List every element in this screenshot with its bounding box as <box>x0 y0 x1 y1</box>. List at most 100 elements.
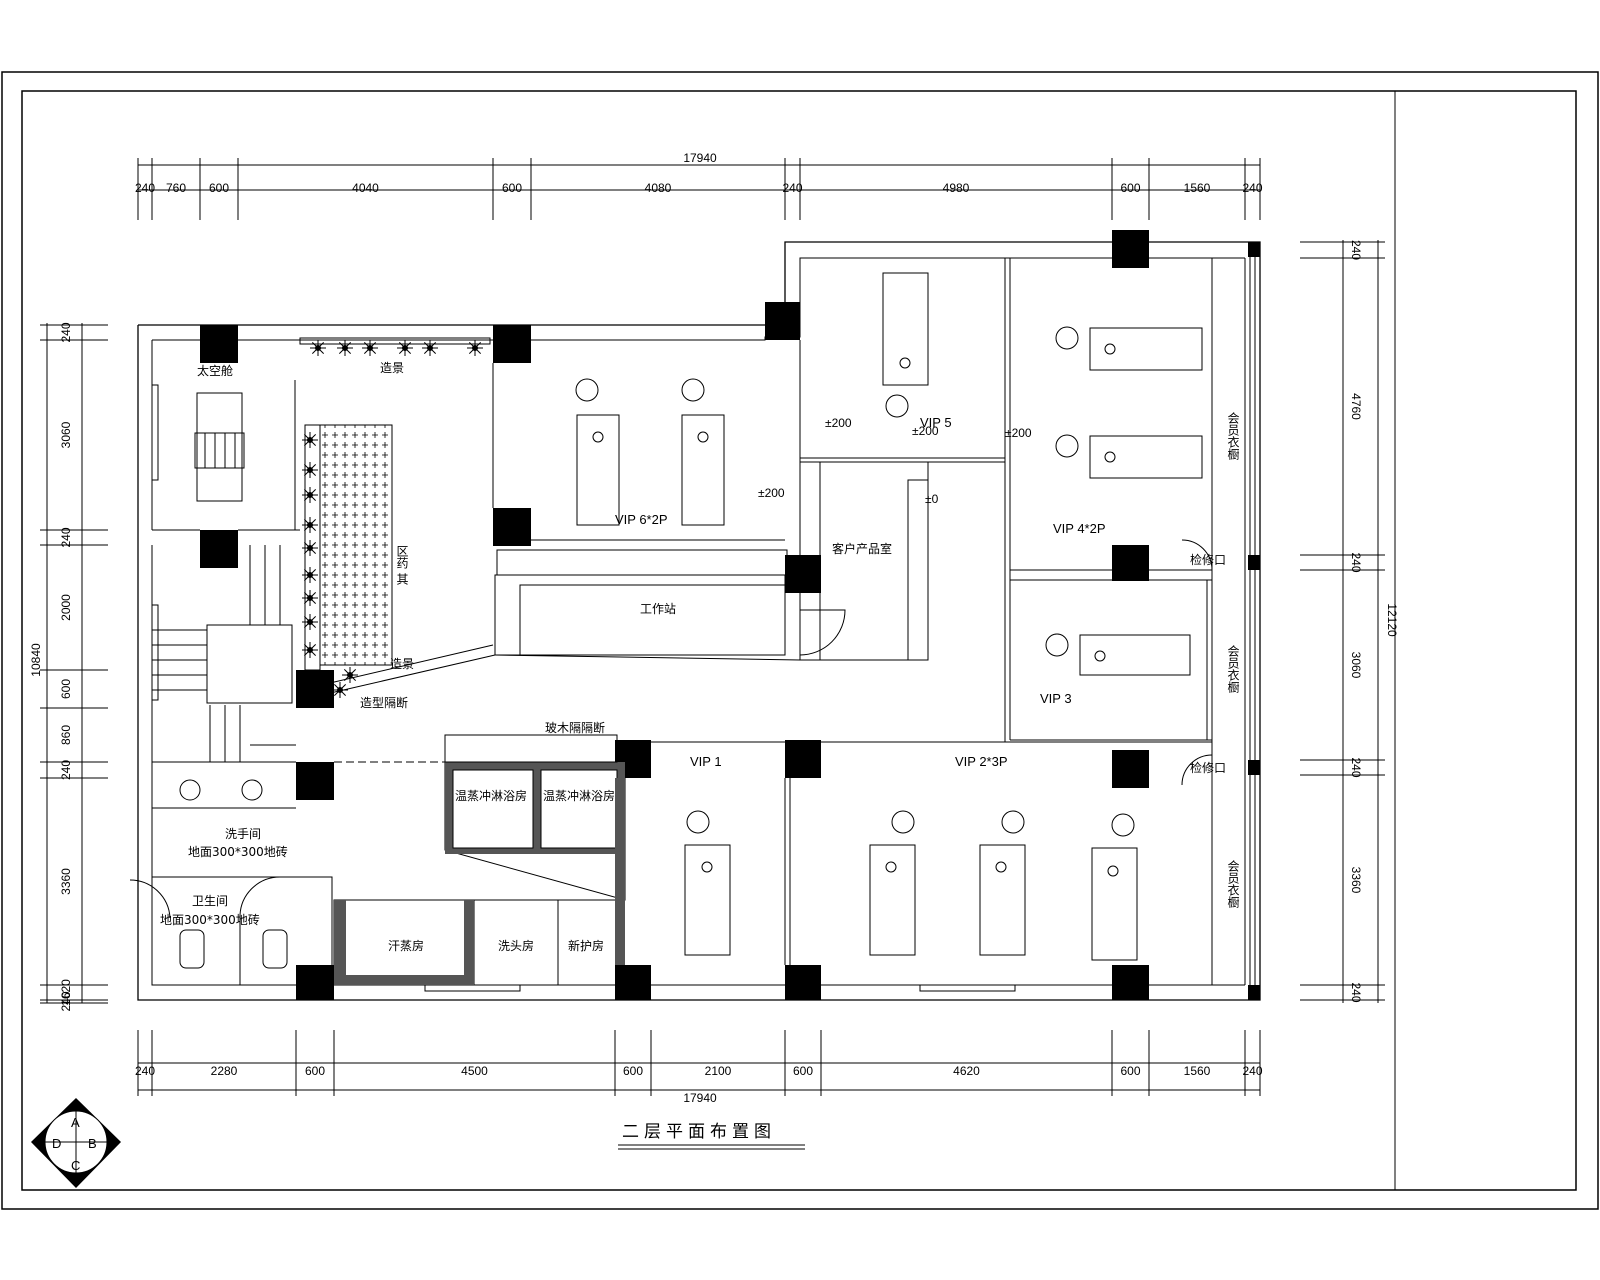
massage-bed <box>1091 813 1138 961</box>
label-care-room: 新护房 <box>568 938 604 953</box>
plant-icon <box>302 517 318 533</box>
plant-icon <box>362 340 378 356</box>
dim-bottom-segment: 240 <box>135 1064 155 1078</box>
dim-left-segment: 860 <box>59 725 73 745</box>
orient-b: B <box>88 1136 97 1151</box>
dim-left-segment: 240 <box>59 322 73 342</box>
room-labels: 太空舱 VIP 6*2P VIP 5 VIP 4*2P VIP 3 VIP 2*… <box>160 361 1240 953</box>
massage-bed <box>979 810 1026 956</box>
massage-bed <box>869 810 916 956</box>
label-wardrobe-c: 会员衣橱 <box>1226 860 1240 908</box>
label-plant-b: 造景 <box>390 657 414 671</box>
hatched-walls <box>333 461 929 986</box>
plant-icon <box>467 340 483 356</box>
dim-bottom-segment: 1560 <box>1184 1064 1211 1078</box>
dim-top-segment: 600 <box>502 181 522 195</box>
dim-top-segment: 4980 <box>943 181 970 195</box>
plant-icon <box>332 682 348 698</box>
label-vip4: VIP 4*2P <box>1053 521 1106 536</box>
label-toilet: 卫生间 <box>192 894 228 908</box>
label-vip1: VIP 1 <box>690 754 722 769</box>
dim-left-segment: 240 <box>59 527 73 547</box>
dim-left-segment: 3060 <box>59 421 73 448</box>
label-elev-a: ±200 <box>825 416 852 430</box>
plants <box>302 340 483 698</box>
dim-left-segment: 3360 <box>59 868 73 895</box>
plant-icon <box>397 340 413 356</box>
plant-icon <box>302 590 318 606</box>
dim-bottom-segment: 600 <box>1120 1064 1140 1078</box>
label-shower-b: 温蒸冲淋浴房 <box>543 788 615 803</box>
dim-bottom-total: 17940 <box>683 1091 717 1105</box>
dim-left-segment: 240 <box>59 991 73 1011</box>
dim-right-segment: 4760 <box>1349 393 1363 420</box>
plant-icon <box>310 340 326 356</box>
display-shelf <box>319 424 393 666</box>
orient-d: D <box>52 1136 61 1151</box>
structural-columns <box>200 230 1260 1000</box>
dim-right-total: 12120 <box>1385 603 1399 637</box>
outer-frame <box>1 71 1599 1210</box>
label-elev-b: ±200 <box>912 424 939 438</box>
stairs <box>152 545 293 762</box>
dim-top-segment: 4080 <box>645 181 672 195</box>
interior-walls <box>151 258 1213 986</box>
massage-bed <box>684 810 731 956</box>
dim-top-segment: 240 <box>135 181 155 195</box>
plant-icon <box>302 540 318 556</box>
space-cabin-bed <box>194 392 245 502</box>
label-handwash: 洗手间 <box>225 827 261 841</box>
label-repair-b: 检修口 <box>1190 760 1226 775</box>
orient-a: A <box>71 1115 80 1130</box>
dim-top-segment: 240 <box>1242 181 1262 195</box>
plant-icon <box>337 340 353 356</box>
dim-bottom-segment: 2280 <box>211 1064 238 1078</box>
dim-right-segment: 3360 <box>1349 867 1363 894</box>
label-elev-d: ±200 <box>758 486 785 500</box>
dim-bottom-segment: 4500 <box>461 1064 488 1078</box>
massage-bed <box>882 272 929 418</box>
dim-top-segment: 4040 <box>352 181 379 195</box>
plant-icon <box>302 567 318 583</box>
dim-top-segment: 240 <box>782 181 802 195</box>
massage-bed <box>1045 633 1191 676</box>
dim-bottom-segment: 240 <box>1242 1064 1262 1078</box>
dim-bottom-segment: 2100 <box>705 1064 732 1078</box>
label-shower-a: 温蒸冲淋浴房 <box>455 788 527 803</box>
massage-beds <box>575 272 1203 961</box>
label-handwash-note: 地面300*300地砖 <box>188 844 288 859</box>
plant-icon <box>342 667 358 683</box>
dim-top-segment: 1560 <box>1184 181 1211 195</box>
dim-top-segment: 760 <box>166 181 186 195</box>
massage-bed <box>575 378 620 526</box>
dim-top-segment: 600 <box>1120 181 1140 195</box>
drawing-title: 二层平面布置图 <box>622 1122 776 1142</box>
plant-icon <box>302 642 318 658</box>
plant-icon <box>422 340 438 356</box>
dim-left-segment: 2000 <box>59 594 73 621</box>
dim-left-segment: 1620 <box>59 979 73 1006</box>
label-work-room: 工作站 <box>640 602 676 616</box>
label-vip5: VIP 5 <box>920 415 952 430</box>
plant-icon <box>302 614 318 630</box>
dim-left-segment: 600 <box>59 679 73 699</box>
orient-c: C <box>71 1158 80 1173</box>
label-product-shelf: 区药 其 <box>395 545 409 585</box>
label-glass-partition: 玻木隔隔断 <box>545 720 605 735</box>
label-wardrobe-a: 会员衣橱 <box>1226 412 1240 460</box>
plant-icon <box>302 432 318 448</box>
label-vip2: VIP 2*3P <box>955 754 1008 769</box>
label-hair-room: 洗头房 <box>498 938 534 953</box>
inner-frame <box>21 90 1577 1191</box>
label-space-cabin: 太空舱 <box>197 363 233 378</box>
dim-right-segment: 240 <box>1349 757 1363 777</box>
massage-bed <box>681 378 725 526</box>
dim-top-total: 17940 <box>683 151 717 165</box>
dim-bottom-segment: 600 <box>305 1064 325 1078</box>
dim-bottom-segment: 4620 <box>953 1064 980 1078</box>
